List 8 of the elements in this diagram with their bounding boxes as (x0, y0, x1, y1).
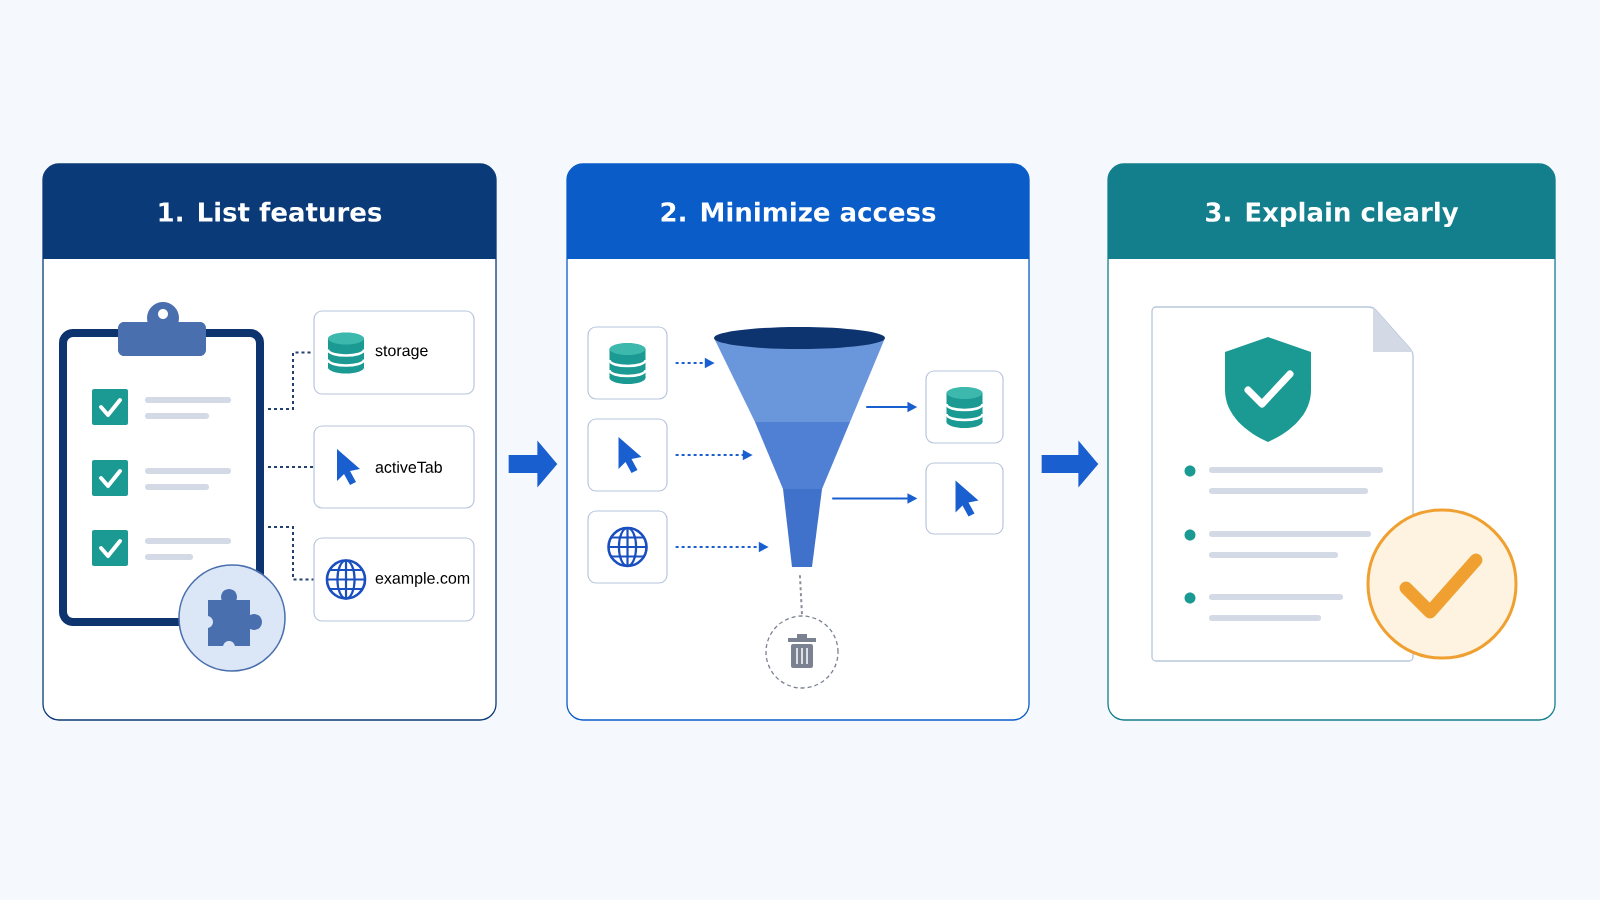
connector-line (267, 526, 315, 581)
connector-line (267, 466, 315, 468)
connector-line (798, 574, 803, 617)
permission-box: activeTab (313, 425, 475, 509)
permission-box: example.com (313, 537, 475, 622)
clipboard-drawing (59, 302, 286, 672)
permission-box: storage (313, 310, 475, 395)
funnel-drawing (714, 327, 885, 567)
